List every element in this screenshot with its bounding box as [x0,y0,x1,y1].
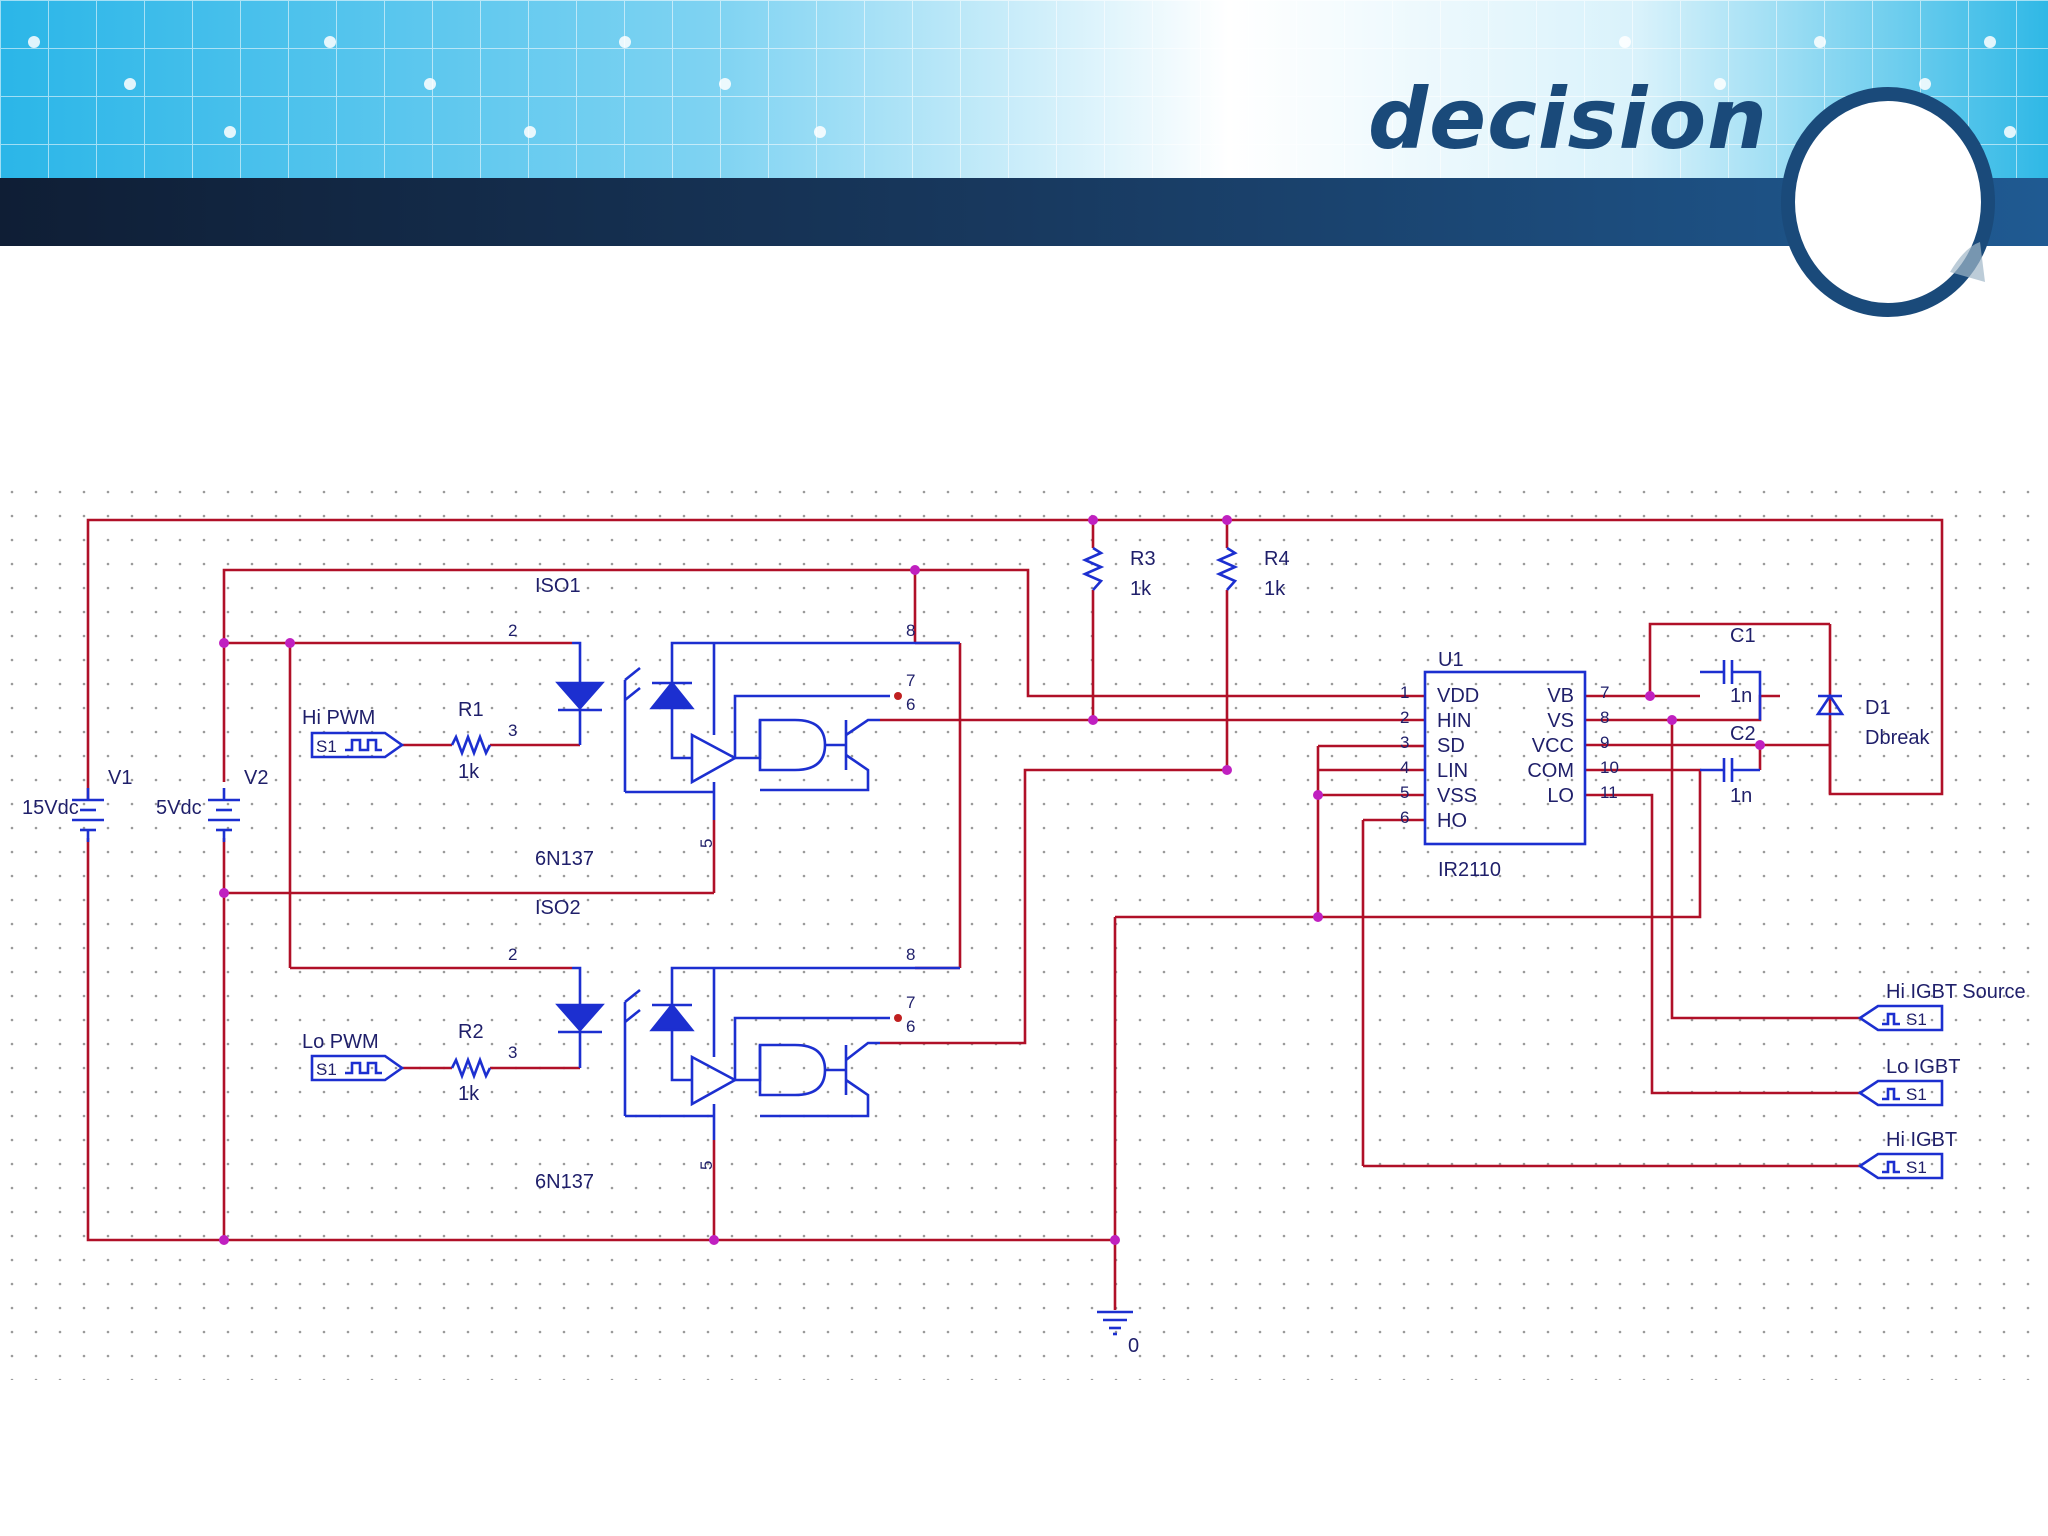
r3-value: 1k [1130,578,1152,600]
u1-pin-vdd: VDD [1437,685,1479,707]
c2-name: C2 [1730,723,1756,745]
iso1-name: ISO1 [535,575,581,597]
output-src: S1 [1906,1158,1927,1177]
u1-pin-number: 6 [1400,808,1409,827]
iso2-pin8: 8 [906,945,915,964]
output-src: S1 [1906,1085,1927,1104]
u1-pin-number: 5 [1400,783,1409,802]
lo-pwm-src: S1 [316,1060,337,1079]
output-label: Hi IGBT Source [1886,981,2026,1003]
hi-pwm-label: Hi PWM [302,707,375,729]
hi-pwm-source: Hi PWM S1 [302,707,405,759]
header-banner [0,0,2048,246]
hi-pwm-src: S1 [316,737,337,756]
u1-pin-lo: LO [1547,785,1574,807]
u1-pin-number: 9 [1600,733,1609,752]
battery-v1-icon [72,788,104,842]
u1-pin-number: 10 [1600,758,1619,777]
r4-name: R4 [1264,548,1290,570]
v1-value: 15Vdc [22,797,79,819]
u1-part: IR2110 [1438,859,1501,881]
output-port-hi-igbt-source: Hi IGBT Source S1 [1857,981,2026,1032]
battery-v2-icon [208,788,240,842]
resistor-r1-icon [450,733,492,757]
iso1-pin7: 7 [906,671,915,690]
u1-pin-vs: VS [1547,710,1574,732]
c1-name: C1 [1730,625,1756,647]
resistor-r3-icon [1081,546,1105,591]
circuit-schematic: 15Vdc V1 5Vdc V2 R3 1k R4 1k ISO1 6N137 … [0,480,2048,1380]
wires [86,518,1944,1310]
iso1-pin6: 6 [906,695,915,714]
lo-pwm-source: Lo PWM S1 [302,1031,405,1082]
u1-pin-number: 7 [1600,683,1609,702]
output-label: Hi IGBT [1886,1129,1957,1151]
d1-name: D1 [1865,697,1891,719]
iso2-pin7: 7 [906,993,915,1012]
u1-pin-number: 4 [1400,758,1409,777]
u1-pin-number: 1 [1400,683,1409,702]
output-port-hi-igbt: Hi IGBT S1 [1857,1129,1957,1180]
u1-pin-number: 2 [1400,708,1409,727]
r4-value: 1k [1264,578,1286,600]
r1-value: 1k [458,761,480,783]
u1-pin-lin: LIN [1437,760,1468,782]
capacitor-c2-icon [1700,758,1760,782]
output-port-lo-igbt: Lo IGBT S1 [1857,1056,1960,1107]
u1-pin-vb: VB [1547,685,1574,707]
v1-name: V1 [108,767,132,789]
u1-pin-sd: SD [1437,735,1465,757]
logo-circle-icon [1781,87,1995,317]
u1-pin-number: 3 [1400,733,1409,752]
r1-name: R1 [458,699,484,721]
iso1-pin2: 2 [508,621,517,640]
r2-value: 1k [458,1083,480,1105]
u1-pin-ho: HO [1437,810,1467,832]
c2-value: 1n [1730,785,1752,807]
output-src: S1 [1906,1010,1927,1029]
iso2-part: 6N137 [535,1171,594,1193]
junction-dots [219,515,1765,1245]
iso2-pin3: 3 [508,1043,517,1062]
pulse-icon [345,738,382,752]
u1-pin-hin: HIN [1437,710,1471,732]
optocoupler-iso1: ISO1 6N137 2 3 5 8 7 6 [508,575,960,870]
ground-label: 0 [1128,1335,1139,1357]
slide-title: decision [1368,70,1768,168]
optocoupler-iso2: ISO2 6N137 2 3 5 8 7 6 [508,897,960,1193]
resistor-r2-icon [450,1056,492,1080]
iso2-pin6: 6 [906,1017,915,1036]
resistor-r4-icon [1215,546,1239,591]
iso2-name: ISO2 [535,897,581,919]
c1-value: 1n [1730,685,1752,707]
iso1-pin8: 8 [906,621,915,640]
v2-value: 5Vdc [156,797,202,819]
u1-pin-number: 8 [1600,708,1609,727]
u1-name: U1 [1438,649,1464,671]
iso1-pin5: 5 [697,839,716,848]
u1-pin-com: COM [1527,760,1574,782]
pulse-icon [345,1061,382,1075]
u1-pin-vss: VSS [1437,785,1477,807]
d1-value: Dbreak [1865,727,1930,749]
output-label: Lo IGBT [1886,1056,1960,1078]
u1-pin-number: 11 [1600,783,1618,802]
v2-name: V2 [244,767,268,789]
iso1-part: 6N137 [535,848,594,870]
ground-icon [1097,1310,1133,1336]
iso1-pin3: 3 [508,721,517,740]
u1-pin-vcc: VCC [1532,735,1574,757]
pulse-icons-outputs [1882,1012,1900,1174]
capacitor-c1-icon [1700,660,1762,720]
diode-d1-icon [1815,693,1845,716]
iso2-pin2: 2 [508,945,517,964]
lo-pwm-label: Lo PWM [302,1031,379,1053]
iso2-pin5: 5 [697,1161,716,1170]
r3-name: R3 [1130,548,1156,570]
r2-name: R2 [458,1021,484,1043]
